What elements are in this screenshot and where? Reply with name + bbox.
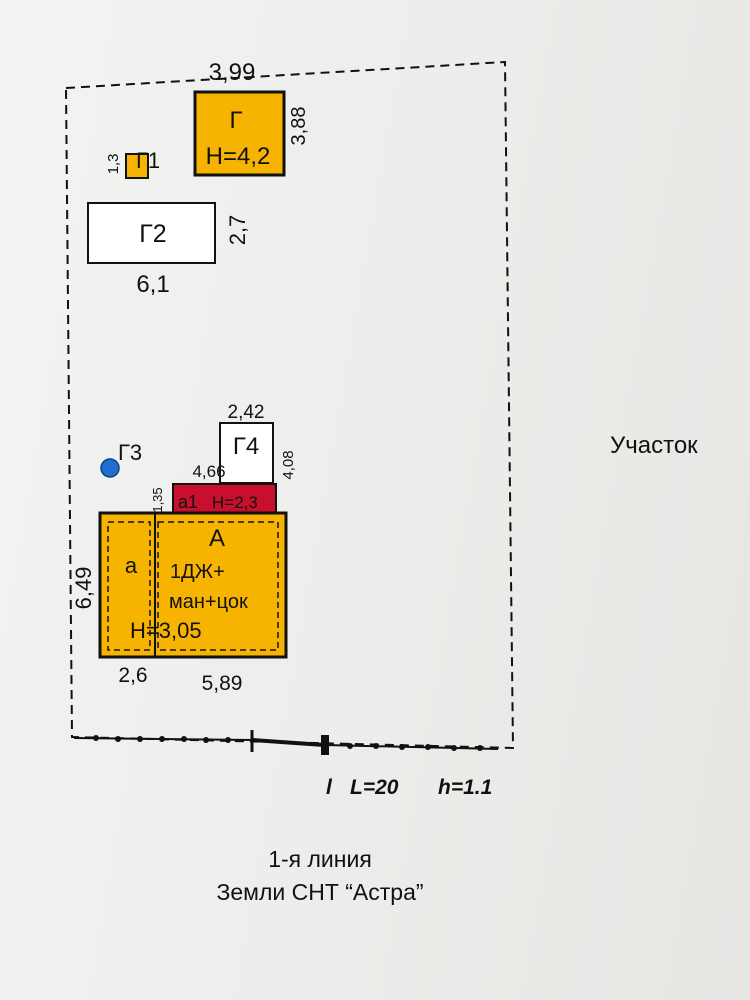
building-g1 [125,153,149,179]
building-g4-width-label: 2,42 [228,402,265,423]
building-g4-depth-label: 4,08 [280,450,297,479]
veranda-a1-depth-label: 1,35 [150,487,165,512]
well-g3-name: Г3 [118,440,142,465]
scale-l-label: l [326,776,333,799]
building-g-depth-label: 3,88 [288,107,310,146]
house-main-dashed [157,521,279,651]
street-line [73,730,499,755]
veranda-a1-width-label: 4,66 [192,462,225,481]
building-g2-width-label: 6,1 [136,271,169,298]
veranda-a1-name: а1 [178,492,198,512]
building-g-height-label: Н=4,2 [206,143,271,170]
scale-length-label: L=20 [350,776,399,799]
house-line1: 1ДЖ+ [170,561,225,583]
house-depth-label: 6,49 [71,567,96,610]
building-g2-depth-label: 2,7 [225,215,250,246]
building-g4-name: Г4 [233,433,259,460]
veranda-a1-height-label: Н=2,3 [212,493,258,512]
house-width-label: 5,89 [202,672,243,695]
building-g1-name: Г1 [136,148,160,173]
street-caption: 1-я линия [268,846,372,872]
street-line-dots [93,735,483,751]
house-annex-dashed [107,521,151,651]
building-g [193,90,286,177]
house-annex-name: а [125,553,138,578]
building-g4 [219,422,274,484]
land-caption: Земли СНТ “Астра” [216,879,424,905]
house-annex-width-label: 2,6 [118,664,147,687]
well-g3 [100,458,120,478]
house-a [98,511,288,659]
house-line2: ман+цок [169,591,248,613]
house-height-label: Н=3,05 [130,618,202,643]
building-g-name: Г [230,107,243,134]
plot-side-label: Участок [610,432,698,459]
building-g-width-label: 3,99 [209,59,256,86]
house-name: А [209,525,225,552]
building-g2-name: Г2 [139,220,166,248]
plot-boundary [64,60,515,750]
building-g2 [87,202,216,264]
building-g1-depth-label: 1,3 [105,154,122,175]
scale-height-label: h=1.1 [438,776,492,799]
